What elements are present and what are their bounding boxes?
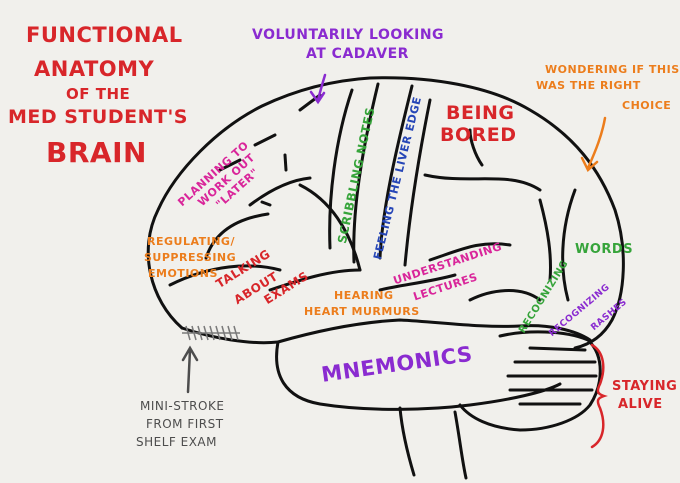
title-line-4: MED STUDENT'S [8,106,188,128]
staying-alive-bracket [590,343,608,449]
staying-alive-label-line-1: STAYING [612,379,678,394]
wondering-label-line-2: WAS THE RIGHT [536,79,641,92]
recognizing-words-label-line-2: WORDS [575,242,634,257]
ministroke-arrow [181,345,199,394]
regulating-label-line-2: SUPPRESSING [144,251,237,264]
regulating-label-line-3: EMOTIONS [148,267,218,280]
cerebellum-outline [458,330,602,432]
title-line-3: OF THE [66,85,131,103]
bored-label-line-2: BORED [440,124,517,146]
staying-alive-label-line-2: ALIVE [618,397,663,412]
hearing-label-line-1: HEARING [334,289,394,302]
brainstem-outline [398,406,416,477]
wondering-label-line-1: WONDERING IF THIS [545,63,680,76]
title-line-5: BRAIN [46,136,147,169]
bored-label-line-1: BEING [446,102,515,124]
regulating-label-line-1: REGULATING/ [147,235,235,248]
lateral-fissure [180,318,592,345]
ministroke-label-line-3: SHELF EXAM [136,435,217,449]
ministroke-label-line-1: MINI-STROKE [140,399,225,413]
cadaver-label-line-2: AT CADAVER [306,46,409,62]
mini-stroke-hatch [182,325,240,341]
cadaver-arrow [309,73,327,105]
cadaver-label-line-1: VOLUNTARILY LOOKING [252,27,445,43]
ministroke-label-line-2: FROM FIRST [146,417,224,431]
hearing-label-line-2: HEART MURMURS [304,305,420,318]
wondering-arrow [580,116,607,173]
cerebrum-outline [146,76,625,350]
wondering-label-line-3: CHOICE [622,99,672,112]
title-line-2: ANATOMY [34,57,155,81]
title-line-1: FUNCTIONAL [26,23,183,47]
